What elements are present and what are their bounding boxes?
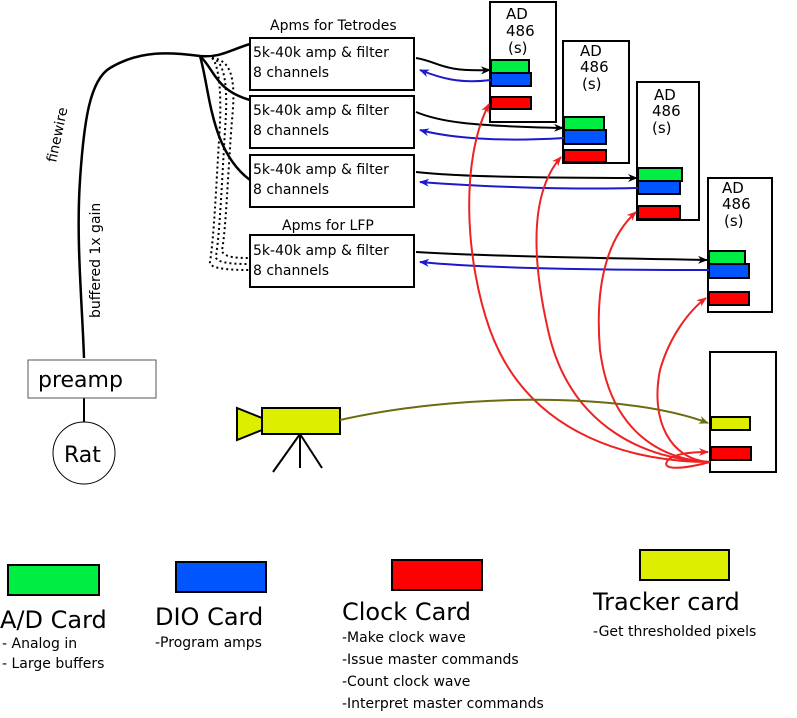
legend-swatch [639,549,730,581]
signal-arrows [415,57,708,264]
computer-label-s: (s) [582,75,602,93]
amp-box-title: 5k-40k amp & filter [253,45,389,61]
tracker-computer [709,351,777,473]
computer-label-ad: AD [506,5,528,23]
ad-card [637,167,683,182]
computer-1: AD 486 (s) [489,1,557,123]
amp-box-1: 5k-40k amp & filter 8 channels [249,37,415,91]
rat-label: Rat [64,443,101,468]
amp-box-channels: 8 channels [253,65,329,81]
preamp-box [27,359,157,399]
dio-card [490,72,532,87]
clock-card [563,149,607,163]
legend-clock: Clock Card -Make clock wave -Issue maste… [342,559,544,712]
legend-tracker: Tracker card -Get thresholded pixels [592,549,756,640]
amp-box-3: 5k-40k amp & filter 8 channels [249,154,415,208]
legend-desc: - Large buffers [2,656,104,672]
legend-desc: -Interpret master commands [342,696,544,712]
legend-desc: -Issue master commands [342,652,519,668]
computer-label-ad: AD [654,86,676,104]
legend-dio: DIO Card -Program amps [155,561,267,651]
computer-label-ad: AD [722,179,744,197]
camera-icon [236,406,341,473]
amps-lfp-label: Apms for LFP [282,218,374,234]
clock-card [710,446,752,461]
legend-desc: -Get thresholded pixels [593,624,756,640]
amp-box-2: 5k-40k amp & filter 8 channels [249,95,415,149]
rat-circle [52,421,116,485]
clock-card [637,205,681,220]
amp-box-channels: 8 channels [253,182,329,198]
computer-label-486: 486 [652,102,681,120]
clock-card [708,291,750,306]
amp-box-title: 5k-40k amp & filter [253,162,389,178]
computer-label-s: (s) [652,119,672,137]
dio-card [708,263,750,279]
amp-box-channels: 8 channels [253,123,329,139]
legend-ad: A/D Card - Analog in - Large buffers [0,564,107,672]
computer-2: AD 486 (s) [562,40,630,164]
computer-label-ad: AD [580,42,602,60]
computer-3: AD 486 (s) [636,81,700,221]
dio-card [637,180,681,195]
ad-card [563,116,605,131]
computer-label-s: (s) [508,39,528,57]
clock-wires [468,103,711,469]
legend-desc: - Analog in [2,636,77,652]
computer-label-486: 486 [506,22,535,40]
computer-4: AD 486 (s) [707,177,773,313]
legend-swatch [391,559,483,591]
legend-desc: -Program amps [155,635,262,651]
buffered-gain-label: buffered 1x gain [88,203,104,318]
legend-desc: -Count clock wave [342,674,470,690]
legend-swatch [7,564,100,596]
ad-card [490,59,530,74]
computer-label-s: (s) [724,212,744,230]
computer-label-486: 486 [722,195,751,213]
lfp-dotted-cables [209,57,251,271]
firewire-label: finewire [44,106,71,164]
legend-desc: -Make clock wave [342,630,466,646]
tracker-wire [339,398,709,424]
amp-box-4: 5k-40k amp & filter 8 channels [249,234,415,288]
legend-title: A/D Card [0,606,107,634]
amp-box-title: 5k-40k amp & filter [253,243,389,259]
ad-card [708,250,746,265]
legend-title: Tracker card [592,588,740,616]
tracker-card [710,416,751,431]
dio-card [563,129,607,145]
dio-arrows [419,69,710,271]
computer-label-486: 486 [580,58,609,76]
legend-title: DIO Card [155,603,263,631]
amp-box-title: 5k-40k amp & filter [253,103,389,119]
firewire-cable [77,42,251,359]
clock-card [490,96,532,110]
legend-swatch [175,561,267,593]
preamp-label: preamp [38,368,123,393]
amp-box-channels: 8 channels [253,263,329,279]
amps-tetrodes-label: Apms for Tetrodes [270,18,397,34]
legend-title: Clock Card [342,598,471,626]
